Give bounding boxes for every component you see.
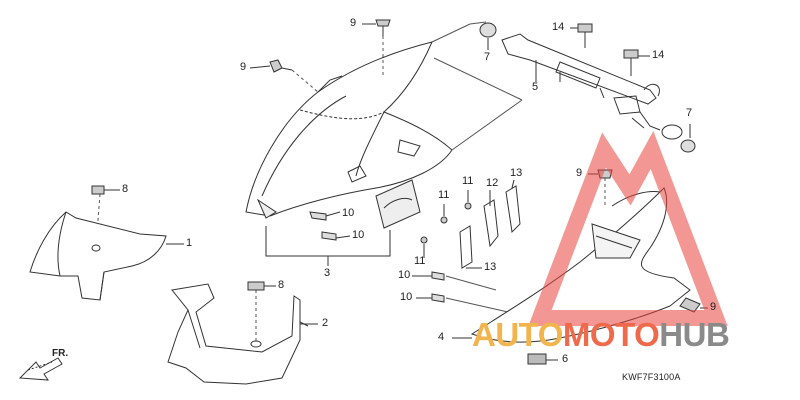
clip-parts [420,185,521,313]
callout-10-clip-b: 10 [400,291,413,303]
callout-10-upper: 10 [342,207,355,219]
callout-8-left: 8 [122,183,129,195]
callout-10-lower: 10 [352,229,365,241]
callout-9-right: 9 [576,167,583,179]
callout-9-left: 9 [240,61,247,73]
callout-7-top: 7 [484,51,491,63]
watermark-text: AUTOMOTOHUB [472,316,730,353]
inner-panel-2 [167,281,309,385]
watermark-moto: MOTO [562,316,660,353]
callout-10-clip-a: 10 [398,269,411,281]
callout-14-right: 14 [652,49,665,61]
callout-13-top: 13 [510,167,523,179]
watermark-auto: AUTO [472,316,563,353]
callout-1: 1 [186,237,193,249]
projection-lines [431,21,523,151]
bolt-14-right [623,49,639,76]
callout-5: 5 [532,81,539,93]
callout-4: 4 [438,331,445,343]
stay-mount-ring [661,124,683,140]
callout-9-lower: 9 [710,301,717,313]
callout-2: 2 [322,317,329,329]
callout-9-top: 9 [350,17,357,29]
group-bracket-3 [265,226,391,257]
callout-11-a: 11 [462,175,474,187]
callout-13-lower: 13 [484,261,497,273]
watermark-triangle [528,130,728,326]
screw-8-left [91,185,105,195]
grommet-7-right [680,139,696,153]
bolt-14-left [577,23,593,48]
callout-12: 12 [486,177,499,189]
part-code: KWF7F3100A [622,372,681,382]
callout-8-lower: 8 [278,279,285,291]
callout-11-b: 11 [438,189,450,201]
callout-11-c: 11 [414,255,426,267]
upper-cowl [245,41,453,219]
screw-9-left [269,59,293,73]
front-label: FR. [52,348,69,359]
callout-3: 3 [324,267,331,279]
grommet-7-top [479,22,497,38]
inner-panel-1 [29,185,167,301]
cowl-stay [501,33,661,131]
callout-7-right: 7 [686,107,693,119]
screw-9-top [375,19,391,36]
emblem [309,179,421,241]
front-arrow [18,357,63,381]
clip-6 [527,353,547,365]
callout-14-left: 14 [552,21,565,33]
callout-6: 6 [562,353,569,365]
watermark-hub: HUB [659,316,730,353]
lower-cowl-4 [470,169,701,343]
